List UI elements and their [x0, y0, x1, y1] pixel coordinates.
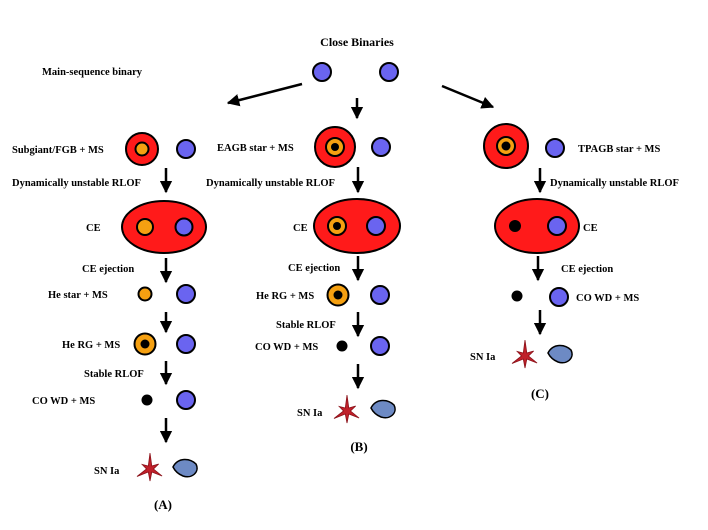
channel-a-step9-label: SN Ia — [94, 466, 120, 477]
ms-star-icon — [312, 62, 332, 82]
channel-b-step6-label: Stable RLOF — [276, 320, 336, 331]
core-icon — [136, 218, 154, 236]
channel-a: Subgiant/FGB + MS Dynamically unstable R… — [12, 132, 207, 512]
channel-c-step6-label: SN Ia — [470, 352, 496, 363]
companion-remnant-icon — [370, 399, 396, 419]
common-envelope-icon — [121, 200, 207, 254]
companion-remnant-icon — [172, 458, 198, 478]
channel-b: EAGB star + MS Dynamically unstable RLOF… — [206, 126, 401, 454]
ms-star-icon — [366, 216, 386, 236]
ms-star-icon — [549, 287, 569, 307]
he-star-icon — [137, 286, 153, 302]
channel-b-step8-label: SN Ia — [297, 408, 323, 419]
channel-a-step3-label: CE — [86, 223, 101, 234]
main-sequence-binary-label: Main-sequence binary — [42, 67, 143, 78]
co-core-icon — [333, 290, 343, 300]
sn-burst-icon — [136, 452, 163, 482]
channel-b-step7-label: CO WD + MS — [255, 342, 318, 353]
channel-a-step1-label: Subgiant/FGB + MS — [12, 145, 104, 156]
ms-star-icon — [547, 216, 567, 236]
ms-star-icon — [176, 390, 196, 410]
ms-star-icon — [545, 138, 565, 158]
co-core-icon — [333, 222, 341, 230]
channel-b-step2-label: Dynamically unstable RLOF — [206, 178, 335, 189]
ms-star-icon — [176, 284, 196, 304]
channel-b-step1-label: EAGB star + MS — [217, 143, 294, 154]
channel-b-step4-label: CE ejection — [288, 263, 340, 274]
sn-burst-icon — [333, 394, 360, 424]
ms-star-icon — [379, 62, 399, 82]
channel-a-step6-label: He RG + MS — [62, 340, 120, 351]
channel-a-step4-label: CE ejection — [82, 264, 134, 275]
ms-star-icon — [371, 137, 391, 157]
diagram-title: Close Binaries — [320, 35, 394, 49]
common-envelope-icon — [494, 198, 580, 254]
channel-a-step8-label: CO WD + MS — [32, 396, 95, 407]
channel-c-step3-label: CE — [583, 223, 598, 234]
channel-b-step3-label: CE — [293, 223, 308, 234]
white-dwarf-icon — [141, 394, 153, 406]
channel-a-step7-label: Stable RLOF — [84, 369, 144, 380]
channel-c-step2-label: Dynamically unstable RLOF — [550, 178, 679, 189]
ms-star-icon — [176, 334, 196, 354]
sn-burst-icon — [511, 339, 538, 369]
channel-a-step5-label: He star + MS — [48, 290, 108, 301]
channel-b-step5-label: He RG + MS — [256, 291, 314, 302]
channel-a-step2-label: Dynamically unstable RLOF — [12, 178, 141, 189]
panel-a-label: (A) — [154, 497, 172, 512]
arrow-to-channel-a — [226, 82, 303, 107]
common-envelope-icon — [313, 198, 401, 254]
white-dwarf-icon — [336, 340, 348, 352]
arrow-to-channel-c — [441, 84, 495, 109]
co-core-icon — [501, 141, 511, 151]
ms-star-icon — [176, 139, 196, 159]
ms-star-icon — [370, 336, 390, 356]
channel-c-step4-label: CE ejection — [561, 264, 613, 275]
companion-remnant-icon — [547, 344, 573, 364]
co-core-icon — [509, 220, 521, 232]
white-dwarf-icon — [511, 290, 523, 302]
co-core-icon — [331, 143, 339, 151]
ms-star-icon — [174, 217, 194, 237]
core-icon — [140, 339, 150, 349]
core-icon — [134, 141, 150, 157]
panel-b-label: (B) — [350, 439, 367, 454]
channel-c-step5-label: CO WD + MS — [576, 293, 639, 304]
ms-star-icon — [370, 285, 390, 305]
channel-c: TPAGB star + MS Dynamically unstable RLO… — [470, 123, 679, 401]
channel-c-step1-label: TPAGB star + MS — [578, 144, 660, 155]
panel-c-label: (C) — [531, 386, 549, 401]
